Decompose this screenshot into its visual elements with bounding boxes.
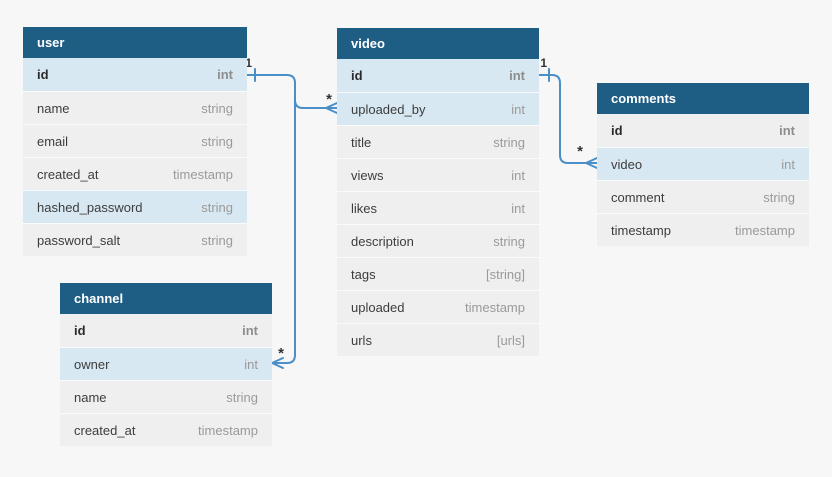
field-type: int bbox=[779, 123, 795, 138]
field-type: string bbox=[201, 232, 233, 248]
field-name: views bbox=[351, 167, 384, 183]
field-name: likes bbox=[351, 200, 378, 216]
field-name: id bbox=[351, 68, 363, 83]
field-type: timestamp bbox=[735, 222, 795, 238]
table-row-user-created-at[interactable]: created_at timestamp bbox=[23, 157, 247, 190]
field-name: hashed_password bbox=[37, 199, 143, 215]
field-name: password_salt bbox=[37, 232, 121, 248]
table-header-video[interactable]: video bbox=[337, 28, 539, 59]
field-type: timestamp bbox=[465, 299, 525, 315]
field-type: string bbox=[201, 133, 233, 149]
field-name: uploaded bbox=[351, 299, 405, 315]
table-row-video-likes[interactable]: likes int bbox=[337, 191, 539, 224]
relationship-user-channel[interactable]: * bbox=[271, 99, 296, 369]
cardinality-many-label: * bbox=[577, 143, 583, 160]
table-row-comments-video[interactable]: video int bbox=[597, 147, 809, 180]
field-name: comment bbox=[611, 189, 665, 205]
relationship-line[interactable] bbox=[246, 74, 338, 109]
relationship-video-comments[interactable]: 1 * bbox=[538, 56, 598, 169]
field-name: video bbox=[611, 156, 643, 172]
field-name: id bbox=[37, 67, 49, 82]
field-type: timestamp bbox=[198, 422, 258, 438]
table-row-comments-id[interactable]: id int bbox=[597, 114, 809, 147]
table-row-user-name[interactable]: name string bbox=[23, 91, 247, 124]
many-arrow-icon bbox=[325, 102, 338, 114]
field-type: int bbox=[511, 200, 525, 216]
cardinality-one-label: 1 bbox=[540, 56, 547, 70]
table-row-video-uploaded-by[interactable]: uploaded_by int bbox=[337, 92, 539, 125]
field-name: tags bbox=[351, 266, 376, 282]
field-type: int bbox=[511, 167, 525, 183]
relationship-line[interactable] bbox=[271, 99, 296, 364]
field-name: id bbox=[611, 123, 623, 138]
field-name: id bbox=[74, 323, 86, 338]
table-row-comments-timestamp[interactable]: timestamp timestamp bbox=[597, 213, 809, 246]
entity-table-comments[interactable]: comments id int video int comment string… bbox=[597, 83, 809, 246]
table-row-channel-created-at[interactable]: created_at timestamp bbox=[60, 413, 272, 446]
field-name: title bbox=[351, 134, 372, 150]
field-name: uploaded_by bbox=[351, 101, 426, 117]
field-type: [string] bbox=[485, 266, 525, 282]
table-row-video-urls[interactable]: urls [urls] bbox=[337, 323, 539, 356]
field-name: urls bbox=[351, 332, 372, 348]
table-row-channel-id[interactable]: id int bbox=[60, 314, 272, 347]
cardinality-many-label: * bbox=[326, 91, 332, 108]
field-type: string bbox=[763, 189, 795, 205]
relationship-user-video[interactable]: 1 * bbox=[245, 56, 338, 114]
field-type: int bbox=[217, 67, 233, 82]
table-row-video-uploaded[interactable]: uploaded timestamp bbox=[337, 290, 539, 323]
table-header-comments[interactable]: comments bbox=[597, 83, 809, 114]
field-type: string bbox=[201, 100, 233, 116]
cardinality-many-label: * bbox=[278, 345, 284, 362]
field-type: string bbox=[493, 233, 525, 249]
many-arrow-icon bbox=[585, 157, 598, 169]
table-row-comments-comment[interactable]: comment string bbox=[597, 180, 809, 213]
entity-table-video[interactable]: video id int uploaded_by int title strin… bbox=[337, 28, 539, 356]
field-name: owner bbox=[74, 356, 110, 372]
field-type: int bbox=[509, 68, 525, 83]
field-name: name bbox=[74, 389, 107, 405]
table-row-video-tags[interactable]: tags [string] bbox=[337, 257, 539, 290]
field-type: [urls] bbox=[496, 332, 525, 348]
table-row-channel-owner[interactable]: owner int bbox=[60, 347, 272, 380]
field-name: created_at bbox=[37, 166, 99, 182]
field-type: string bbox=[226, 389, 258, 405]
table-row-user-password-salt[interactable]: password_salt string bbox=[23, 223, 247, 256]
table-row-channel-name[interactable]: name string bbox=[60, 380, 272, 413]
table-header-user[interactable]: user bbox=[23, 27, 247, 58]
table-row-user-email[interactable]: email string bbox=[23, 124, 247, 157]
cardinality-one-label: 1 bbox=[245, 56, 252, 70]
table-row-video-title[interactable]: title string bbox=[337, 125, 539, 158]
field-type: timestamp bbox=[173, 166, 233, 182]
field-type: int bbox=[242, 323, 258, 338]
table-row-user-id[interactable]: id int bbox=[23, 58, 247, 91]
table-row-video-views[interactable]: views int bbox=[337, 158, 539, 191]
table-row-video-id[interactable]: id int bbox=[337, 59, 539, 92]
field-name: email bbox=[37, 133, 69, 149]
table-row-video-description[interactable]: description string bbox=[337, 224, 539, 257]
relationship-line[interactable] bbox=[538, 74, 598, 164]
field-type: int bbox=[781, 156, 795, 172]
field-name: timestamp bbox=[611, 222, 671, 238]
many-arrow-icon bbox=[271, 357, 284, 369]
field-name: created_at bbox=[74, 422, 136, 438]
field-type: string bbox=[201, 199, 233, 215]
table-header-channel[interactable]: channel bbox=[60, 283, 272, 314]
entity-table-user[interactable]: user id int name string email string cre… bbox=[23, 27, 247, 256]
entity-table-channel[interactable]: channel id int owner int name string cre… bbox=[60, 283, 272, 446]
field-type: string bbox=[493, 134, 525, 150]
field-name: name bbox=[37, 100, 70, 116]
field-type: int bbox=[244, 356, 258, 372]
table-row-user-hashed-password[interactable]: hashed_password string bbox=[23, 190, 247, 223]
field-type: int bbox=[511, 101, 525, 117]
field-name: description bbox=[351, 233, 414, 249]
